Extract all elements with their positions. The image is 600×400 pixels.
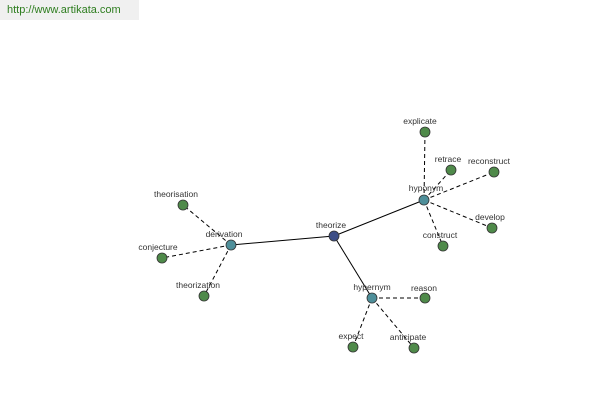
node-label-reason: reason <box>411 283 437 293</box>
node-dot-hypernym[interactable] <box>366 292 378 304</box>
node-label-derivation: derivation <box>206 229 243 239</box>
node-label-reconstruct: reconstruct <box>468 156 511 166</box>
node-label-expect: expect <box>338 331 364 341</box>
node-label-develop: develop <box>475 212 505 222</box>
node-theorisation[interactable]: theorisation <box>154 189 198 211</box>
node-dot-theorize[interactable] <box>328 230 340 242</box>
node-dot-explicate[interactable] <box>419 126 431 138</box>
node-dot-conjecture[interactable] <box>156 252 168 264</box>
edge-hyponym-construct <box>423 199 444 247</box>
node-label-conjecture: conjecture <box>138 242 177 252</box>
node-reason[interactable]: reason <box>411 283 437 304</box>
node-dot-hyponym[interactable] <box>418 194 430 206</box>
node-explicate[interactable]: explicate <box>403 116 437 138</box>
edge-derivation-theorization <box>203 244 232 297</box>
node-dot-theorization[interactable] <box>198 290 210 302</box>
node-derivation[interactable]: derivation <box>206 229 243 251</box>
node-retrace[interactable]: retrace <box>435 154 462 176</box>
edges-layer <box>161 131 495 349</box>
node-anticipate[interactable]: anticipate <box>390 332 427 354</box>
node-dot-construct[interactable] <box>437 240 449 252</box>
node-label-hypernym: hypernym <box>353 282 390 292</box>
node-dot-expect[interactable] <box>347 341 359 353</box>
edge-hyponym-explicate <box>423 131 426 201</box>
node-reconstruct[interactable]: reconstruct <box>468 156 511 178</box>
node-theorize[interactable]: theorize <box>316 220 347 242</box>
node-dot-anticipate[interactable] <box>408 342 420 354</box>
node-dot-reconstruct[interactable] <box>488 166 500 178</box>
edge-theorize-hypernym <box>333 235 373 299</box>
node-label-anticipate: anticipate <box>390 332 427 342</box>
edge-hypernym-expect <box>352 297 373 348</box>
nodes-layer: theorize derivation hyponym hypernym theoris… <box>138 116 511 354</box>
node-expect[interactable]: expect <box>338 331 364 353</box>
node-label-theorisation: theorisation <box>154 189 198 199</box>
node-hyponym[interactable]: hyponym <box>409 183 444 206</box>
node-dot-derivation[interactable] <box>225 239 237 251</box>
node-dot-retrace[interactable] <box>445 164 457 176</box>
edge-derivation-conjecture <box>161 244 232 259</box>
node-conjecture[interactable]: conjecture <box>138 242 178 264</box>
edge-derivation-theorisation <box>182 204 232 246</box>
watermark-bar: http://www.artikata.com <box>0 0 139 20</box>
node-dot-reason[interactable] <box>419 292 431 304</box>
edge-theorize-derivation <box>230 235 335 246</box>
node-label-construct: construct <box>423 230 458 240</box>
node-label-theorize: theorize <box>316 220 347 230</box>
node-hypernym[interactable]: hypernym <box>353 282 391 304</box>
node-construct[interactable]: construct <box>423 230 458 252</box>
node-theorization[interactable]: theorization <box>176 280 220 302</box>
edge-hyponym-develop <box>423 199 493 229</box>
edge-hypernym-anticipate <box>371 297 415 349</box>
node-label-retrace: retrace <box>435 154 462 164</box>
node-label-theorization: theorization <box>176 280 220 290</box>
node-dot-develop[interactable] <box>486 222 498 234</box>
edge-hyponym-reconstruct <box>423 171 495 201</box>
edge-theorize-hyponym <box>333 199 425 237</box>
node-dot-theorisation[interactable] <box>177 199 189 211</box>
node-label-explicate: explicate <box>403 116 437 126</box>
source-link[interactable]: http://www.artikata.com <box>7 4 121 16</box>
node-label-hyponym: hyponym <box>409 183 444 193</box>
node-develop[interactable]: develop <box>475 212 505 234</box>
